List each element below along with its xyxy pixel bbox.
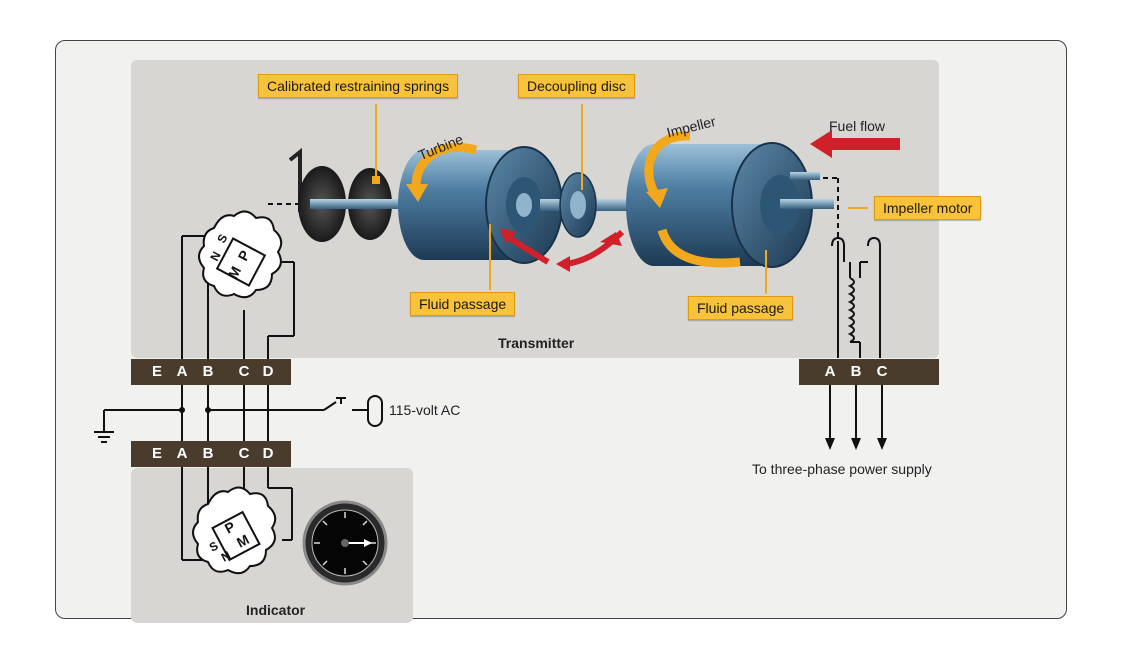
terminal-e: E [151,363,162,380]
callout-impeller-motor: Impeller motor [874,196,982,220]
motor-terminal-strip: A B C [799,359,939,385]
transmitter-terminal-strip: E A B C D [131,359,291,385]
terminal-c: C [238,445,250,462]
callout-decoupling-disc: Decoupling disc [518,74,635,98]
callout-fluid-passage-right: Fluid passage [688,296,794,320]
fluid-flow-arrows [500,130,900,272]
callout-leaders [375,104,868,294]
impeller-label: Impeller [665,113,718,141]
impeller-cylinder [626,142,834,268]
terminal-c: C [238,363,250,380]
terminal-b: B [202,363,214,380]
wiring [94,177,883,561]
rotation-arrowheads [406,184,668,208]
callout-springs: Calibrated restraining springs [258,74,459,98]
junction-dots [179,407,211,413]
terminal-d: D [262,445,274,462]
indicator-synchro [192,486,277,575]
terminal-b: B [202,445,214,462]
transmitter-label: Transmitter [498,335,575,351]
terminal-a: A [824,363,836,380]
indicator-label: Indicator [246,602,306,618]
indicator-terminal-strip: E A B C D [131,441,291,467]
indicator-gauge [302,500,388,586]
three-phase-label: To three-phase power supply [752,461,932,477]
terminal-a: A [176,445,188,462]
terminal-b: B [850,363,862,380]
restraining-springs [288,147,420,242]
rotation-arrows [411,131,741,268]
fuel-flow-label: Fuel flow [829,118,886,134]
callout-fluid-passage-left: Fluid passage [410,292,516,316]
terminal-c: C [876,363,888,380]
transmitter-synchro [198,210,283,299]
supply-arrowheads [825,438,887,450]
ac-supply-label: 115-volt AC [389,402,461,418]
terminal-d: D [262,363,274,380]
terminal-a: A [176,363,188,380]
terminal-e: E [151,445,162,462]
